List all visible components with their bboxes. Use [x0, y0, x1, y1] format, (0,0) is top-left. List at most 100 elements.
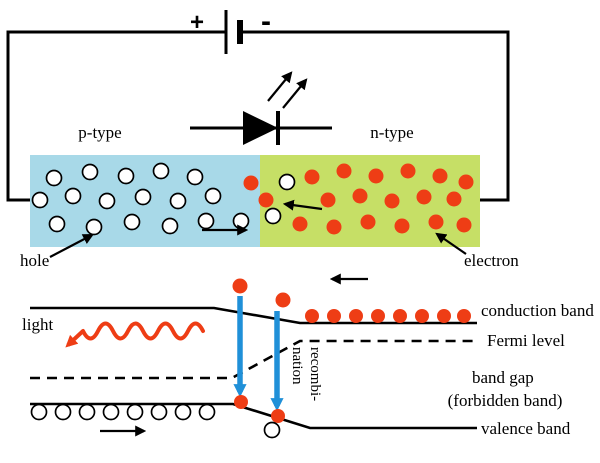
carrier-dot: [102, 403, 120, 421]
carrier-dot: [198, 403, 216, 421]
carrier-dot: [48, 215, 66, 233]
falling-electrons: [232, 278, 291, 308]
carrier-dot: [352, 188, 368, 204]
carrier-dot: [416, 189, 432, 205]
carrier-dot: [123, 213, 141, 231]
carrier-dot: [186, 168, 204, 186]
carrier-dot: [384, 193, 400, 209]
p-region-holes: [31, 162, 250, 236]
carrier-dot: [152, 162, 170, 180]
carrier-dot: [258, 192, 274, 208]
junction-electron: [258, 192, 274, 208]
carrier-dot: [263, 421, 281, 439]
light-wave: [81, 321, 205, 341]
electron-pointer-arrow: [435, 232, 467, 255]
carrier-dot: [326, 219, 342, 235]
wire-left: [6, 30, 226, 202]
carrier-dot: [371, 309, 385, 323]
carrier-dot: [30, 403, 48, 421]
valence-band-holes: [30, 403, 216, 421]
carrier-dot: [126, 403, 144, 421]
carrier-dot: [428, 214, 444, 230]
led-symbol: [190, 71, 332, 145]
carrier-dot: [45, 169, 63, 187]
carrier-dot: [415, 309, 429, 323]
electron-drift-arrow: [282, 199, 323, 211]
band-gap-label: band gap (forbidden band): [448, 368, 563, 410]
carrier-dot: [320, 192, 336, 208]
carrier-dot: [64, 187, 82, 205]
carrier-dot: [275, 292, 291, 308]
carrier-dot: [78, 403, 96, 421]
wire-right: [240, 30, 510, 202]
carrier-dot: [232, 278, 248, 294]
diode-triangle: [243, 111, 278, 145]
carrier-dot: [232, 212, 250, 230]
carrier-dot: [197, 212, 215, 230]
carrier-dot: [98, 192, 116, 210]
fermi-level-label: Fermi level: [487, 331, 565, 350]
carrier-dot: [305, 309, 319, 323]
carrier-dot: [174, 403, 192, 421]
hole-pointer-arrow: [49, 233, 94, 258]
light-wave-arrowhead: [65, 329, 85, 348]
carrier-dot: [458, 174, 474, 190]
carrier-dot: [271, 409, 285, 423]
band-gap-label-line1: band gap: [472, 368, 534, 387]
carrier-dot: [278, 173, 296, 191]
conduction-band-label: conduction band: [481, 301, 594, 320]
hole-label: hole: [20, 251, 49, 270]
p-region-injected-electron: [243, 175, 259, 191]
recombination-label-line2: nation: [289, 347, 305, 385]
carrier-dot: [234, 395, 248, 409]
carrier-dot: [81, 163, 99, 181]
carrier-dot: [349, 309, 363, 323]
carrier-dot: [327, 309, 341, 323]
light-label: light: [22, 315, 53, 334]
carrier-dot: [394, 218, 410, 234]
battery-minus-label: -: [261, 5, 271, 38]
carrier-dot: [432, 168, 448, 184]
conduction-band-electrons: [305, 309, 471, 323]
conduction-band-line: [30, 306, 477, 325]
recombination-label: recombi- nation: [289, 347, 323, 405]
recombination-label-line1: recombi-: [307, 347, 323, 401]
carrier-dot: [446, 191, 462, 207]
carrier-dot: [150, 403, 168, 421]
carrier-dot: [134, 188, 152, 206]
carrier-dot: [400, 163, 416, 179]
n-region-injected-holes: [264, 173, 296, 225]
carrier-dot: [360, 214, 376, 230]
valence-band-line: [30, 402, 477, 430]
n-region-electrons: [292, 163, 474, 235]
carrier-dot: [264, 207, 282, 225]
fermi-level-line: [30, 339, 477, 380]
carrier-dot: [437, 309, 451, 323]
carrier-dot: [54, 403, 72, 421]
light-emission-arrow-1: [267, 71, 293, 102]
light-emission-arrow-2: [282, 78, 308, 109]
carrier-dot: [31, 191, 49, 209]
valence-band-label: valence band: [481, 419, 571, 438]
valence-slope-hole: [263, 421, 281, 439]
carrier-dot: [336, 163, 352, 179]
carrier-dot: [161, 217, 179, 235]
carrier-dot: [393, 309, 407, 323]
p-type-label: p-type: [78, 123, 121, 142]
recombined-electrons: [234, 395, 285, 423]
carrier-dot: [85, 218, 103, 236]
carrier-dot: [368, 168, 384, 184]
carrier-dot: [243, 175, 259, 191]
battery-plus-label: +: [190, 9, 204, 36]
n-type-label: n-type: [370, 123, 413, 142]
carrier-dot: [457, 309, 471, 323]
band-gap-label-line2: (forbidden band): [448, 391, 563, 410]
carrier-dot: [117, 167, 135, 185]
electron-label: electron: [464, 251, 519, 270]
battery: + -: [190, 5, 271, 54]
carrier-dot: [292, 216, 308, 232]
carrier-dot: [169, 192, 187, 210]
carrier-dot: [204, 187, 222, 205]
